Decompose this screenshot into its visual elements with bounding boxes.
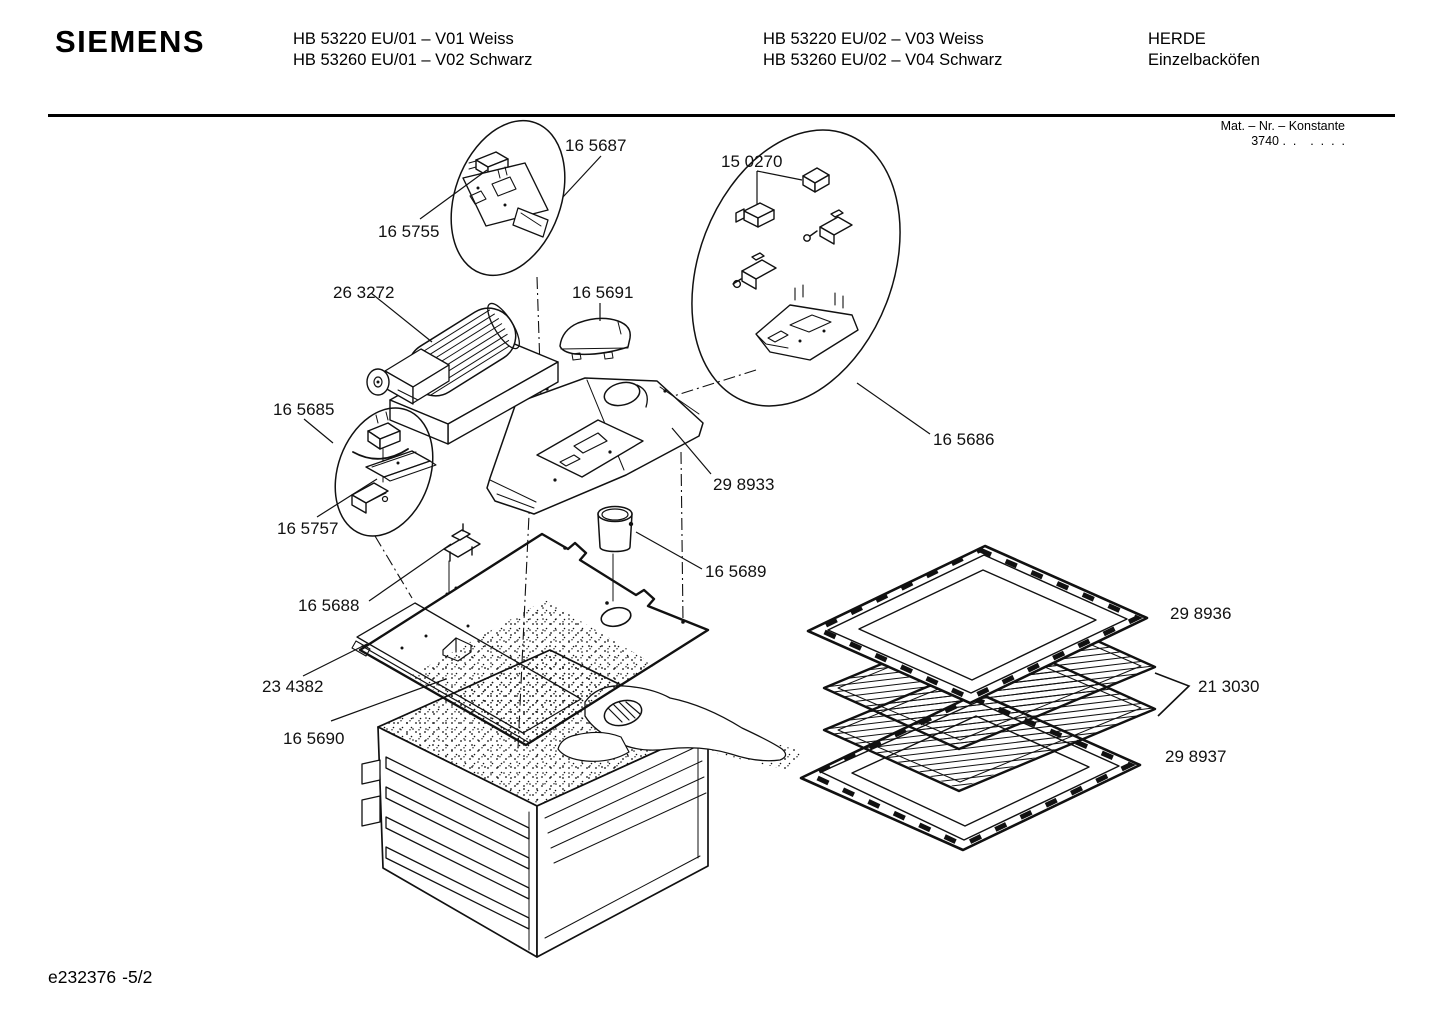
model-list-left: HB 53220 EU/01 – V01 Weiss HB 53260 EU/0… — [293, 29, 532, 71]
detail-ellipse-timer — [450, 119, 566, 277]
model-line: HB 53220 EU/01 – V01 Weiss — [293, 30, 514, 48]
part-label-16-5755: 16 5755 — [378, 222, 439, 241]
leader-lines — [302, 155, 1191, 722]
part-label-29-8936: 29 8936 — [1170, 604, 1231, 623]
oven-front-slats — [385, 756, 530, 951]
part-label-29-8937: 29 8937 — [1165, 747, 1226, 766]
category-block: HERDE Einzelbacköfen — [1148, 29, 1260, 71]
mat-nr-stamp: Mat. – Nr. – Konstante 3740 . . . . . . — [1221, 119, 1345, 149]
part-label-21-3030: 21 3030 — [1198, 677, 1259, 696]
clip-16-5688 — [443, 523, 481, 596]
insulation-cutout — [557, 685, 787, 762]
part-label-29-8933: 29 8933 — [713, 475, 774, 494]
sheet-number: -5/2 — [122, 967, 153, 987]
category-line: HERDE — [1148, 30, 1206, 48]
part-label-16-5687: 16 5687 — [565, 136, 626, 155]
baking-tray-upper — [806, 544, 1149, 705]
doc-number: e232376-5/2 — [48, 967, 152, 988]
category-line: Einzelbacköfen — [1148, 51, 1260, 69]
detail-ellipse-switch-kit — [691, 129, 901, 407]
model-line: HB 53260 EU/01 – V02 Schwarz — [293, 51, 533, 69]
top-plate-16-5690 — [358, 532, 710, 747]
mounting-panel-29-8933 — [486, 377, 704, 515]
part-label-16-5685: 16 5685 — [273, 400, 334, 419]
switch-carrier-assembly — [755, 284, 859, 361]
model-line: HB 53220 EU/02 – V03 Weiss — [763, 30, 984, 48]
part-label-16-5690: 16 5690 — [283, 729, 344, 748]
brand-logo: SIEMENS — [55, 24, 206, 59]
part-label-16-5686: 16 5686 — [933, 430, 994, 449]
oven-interior-rails — [544, 741, 707, 939]
detail-ellipse-thermostat — [334, 407, 437, 537]
mat-nr-value: 3740 . . . . . . — [1251, 134, 1345, 148]
doc-id: e232376 — [48, 967, 117, 987]
part-labels: 16 5687 16 5755 26 3272 16 5691 15 0270 … — [262, 136, 1259, 766]
part-label-15-0270: 15 0270 — [721, 152, 782, 171]
cover-16-5691 — [559, 317, 631, 361]
model-list-right: HB 53220 EU/02 – V03 Weiss HB 53260 EU/0… — [763, 29, 1002, 71]
timer-module — [462, 151, 549, 238]
thermostat-parts — [351, 411, 437, 514]
model-line: HB 53260 EU/02 – V04 Schwarz — [763, 51, 1003, 69]
header-divider — [48, 114, 1395, 117]
part-label-26-3272: 26 3272 — [333, 283, 394, 302]
part-label-16-5691: 16 5691 — [572, 283, 633, 302]
fan-opening — [603, 699, 643, 727]
part-label-16-5757: 16 5757 — [277, 519, 338, 538]
part-label-23-4382: 23 4382 — [262, 677, 323, 696]
crossflow-fan-26-3272 — [366, 302, 559, 445]
part-label-16-5689: 16 5689 — [705, 562, 766, 581]
fan-motor — [366, 348, 450, 405]
oven-hinge-tabs — [361, 759, 381, 827]
sleeve-16-5689 — [597, 505, 634, 602]
mat-nr-label: Mat. – Nr. – Konstante — [1220, 119, 1345, 133]
switch-kit-parts — [732, 167, 853, 290]
part-label-16-5688: 16 5688 — [298, 596, 359, 615]
